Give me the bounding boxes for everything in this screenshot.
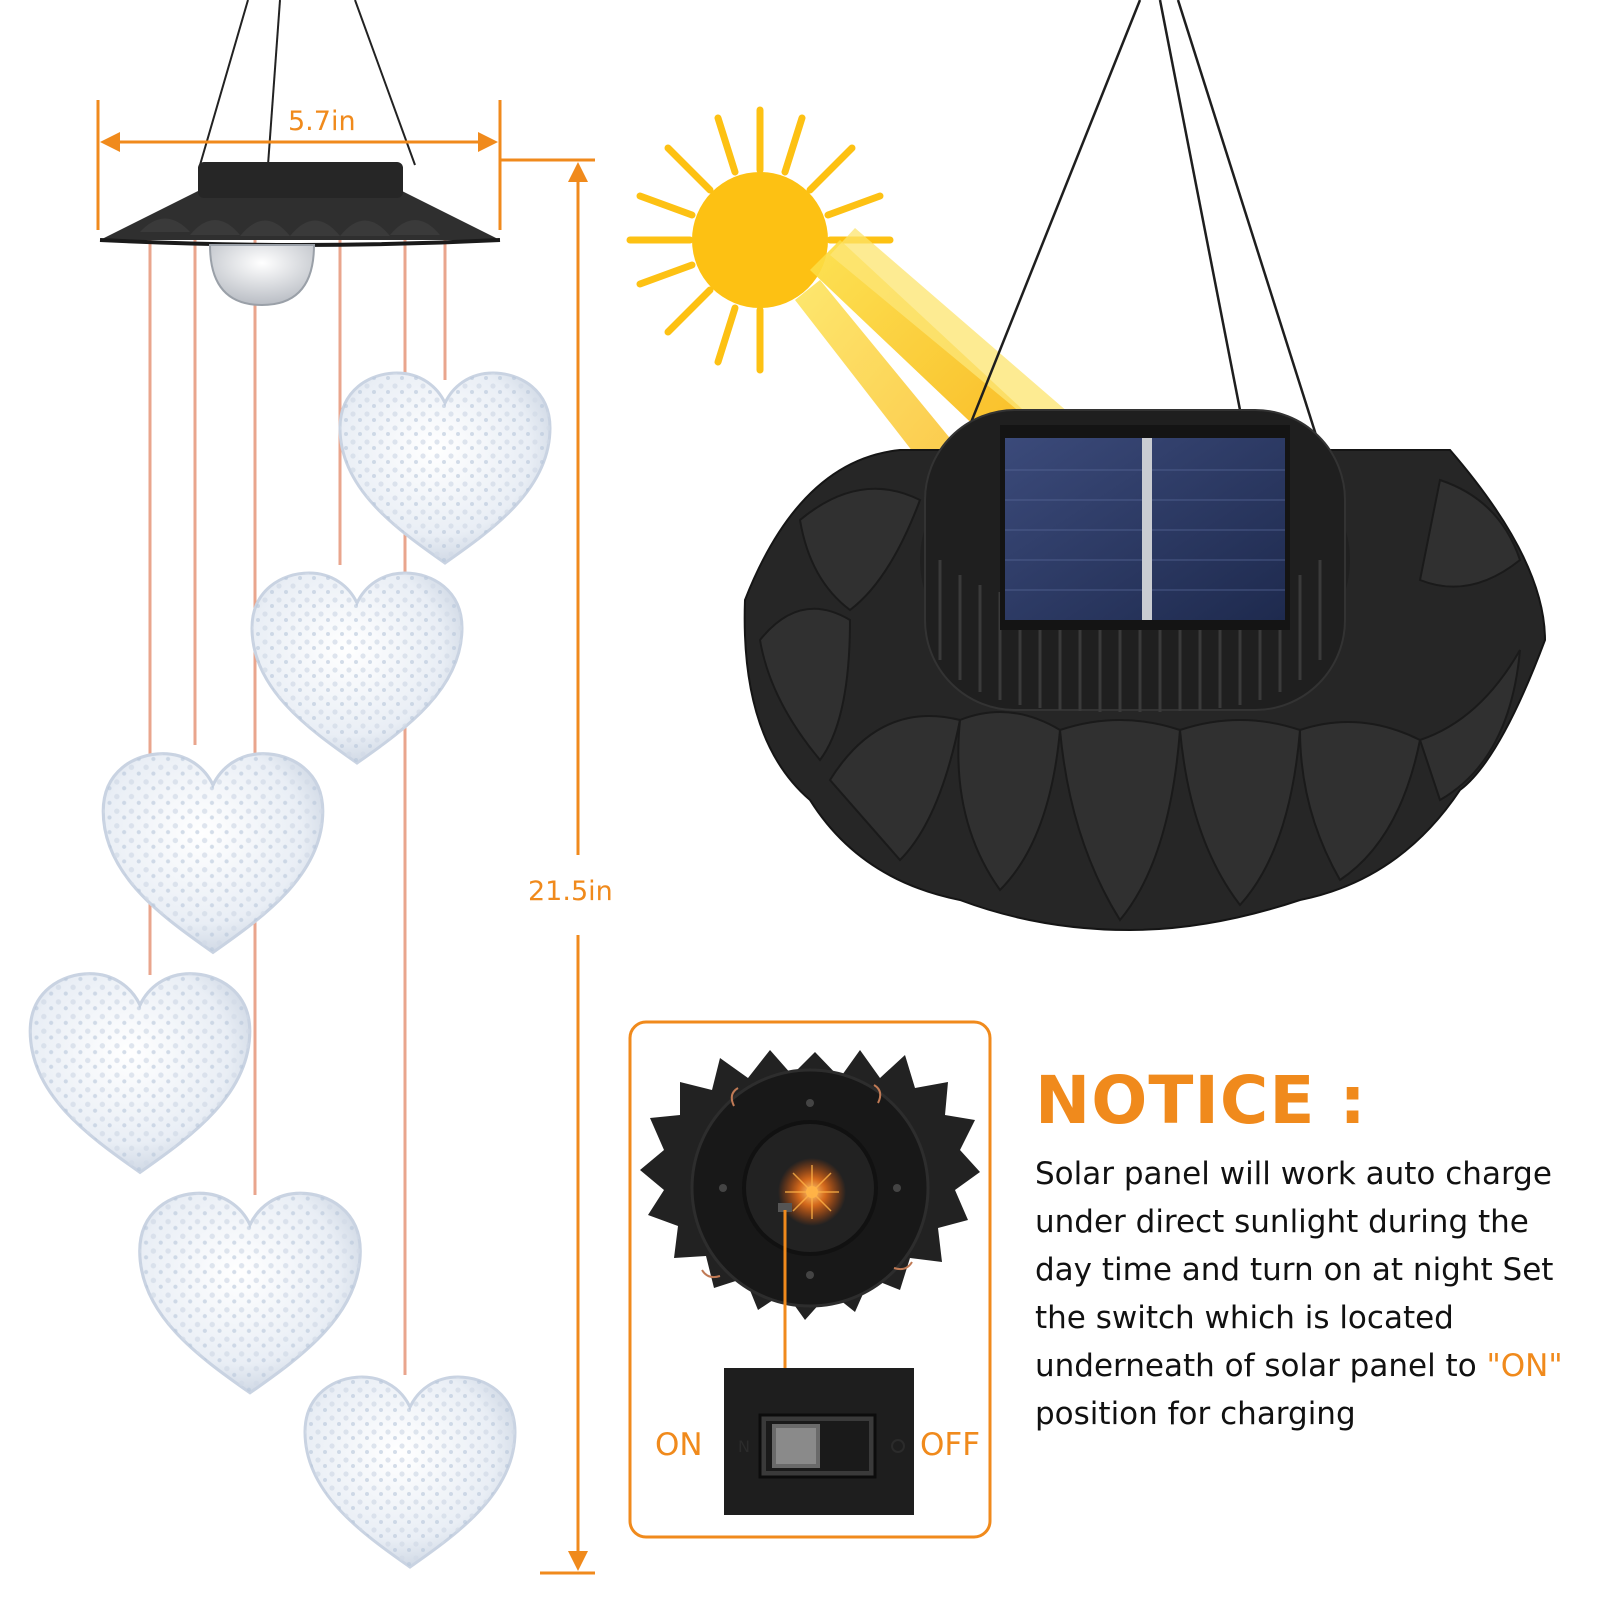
switch-off-label: OFF: [920, 1427, 981, 1463]
width-dimension: [96, 100, 502, 230]
chime-top-housing: [99, 162, 501, 307]
width-label: 5.7in: [288, 106, 356, 137]
housing-underside: [640, 1050, 980, 1320]
notice-text-before: Solar panel will work auto charge under …: [1035, 1156, 1554, 1384]
height-dimension: [500, 158, 595, 1575]
notice-text-after: position for charging: [1035, 1396, 1356, 1432]
notice-text: Solar panel will work auto charge under …: [1035, 1150, 1580, 1438]
notice-title: NOTICE :: [1035, 1062, 1367, 1139]
switch-info-frame: [628, 1020, 992, 1539]
switch-on-label: ON: [655, 1427, 703, 1463]
svg-text:N: N: [738, 1437, 750, 1456]
heart-ornament: [338, 371, 552, 565]
power-switch-closeup: N: [724, 1368, 914, 1515]
notice-highlight: "ON": [1486, 1348, 1563, 1384]
sun-icon: [626, 106, 894, 374]
heart-ornament: [138, 1191, 362, 1395]
heart-ornament: [28, 972, 252, 1174]
heart-ornament: [303, 1375, 517, 1569]
heart-ornament: [250, 571, 464, 765]
heart-ornament: [101, 752, 325, 954]
wind-chime: [28, 0, 552, 1569]
solar-panel-housing: [743, 409, 1547, 932]
height-label: 21.5in: [528, 876, 613, 907]
